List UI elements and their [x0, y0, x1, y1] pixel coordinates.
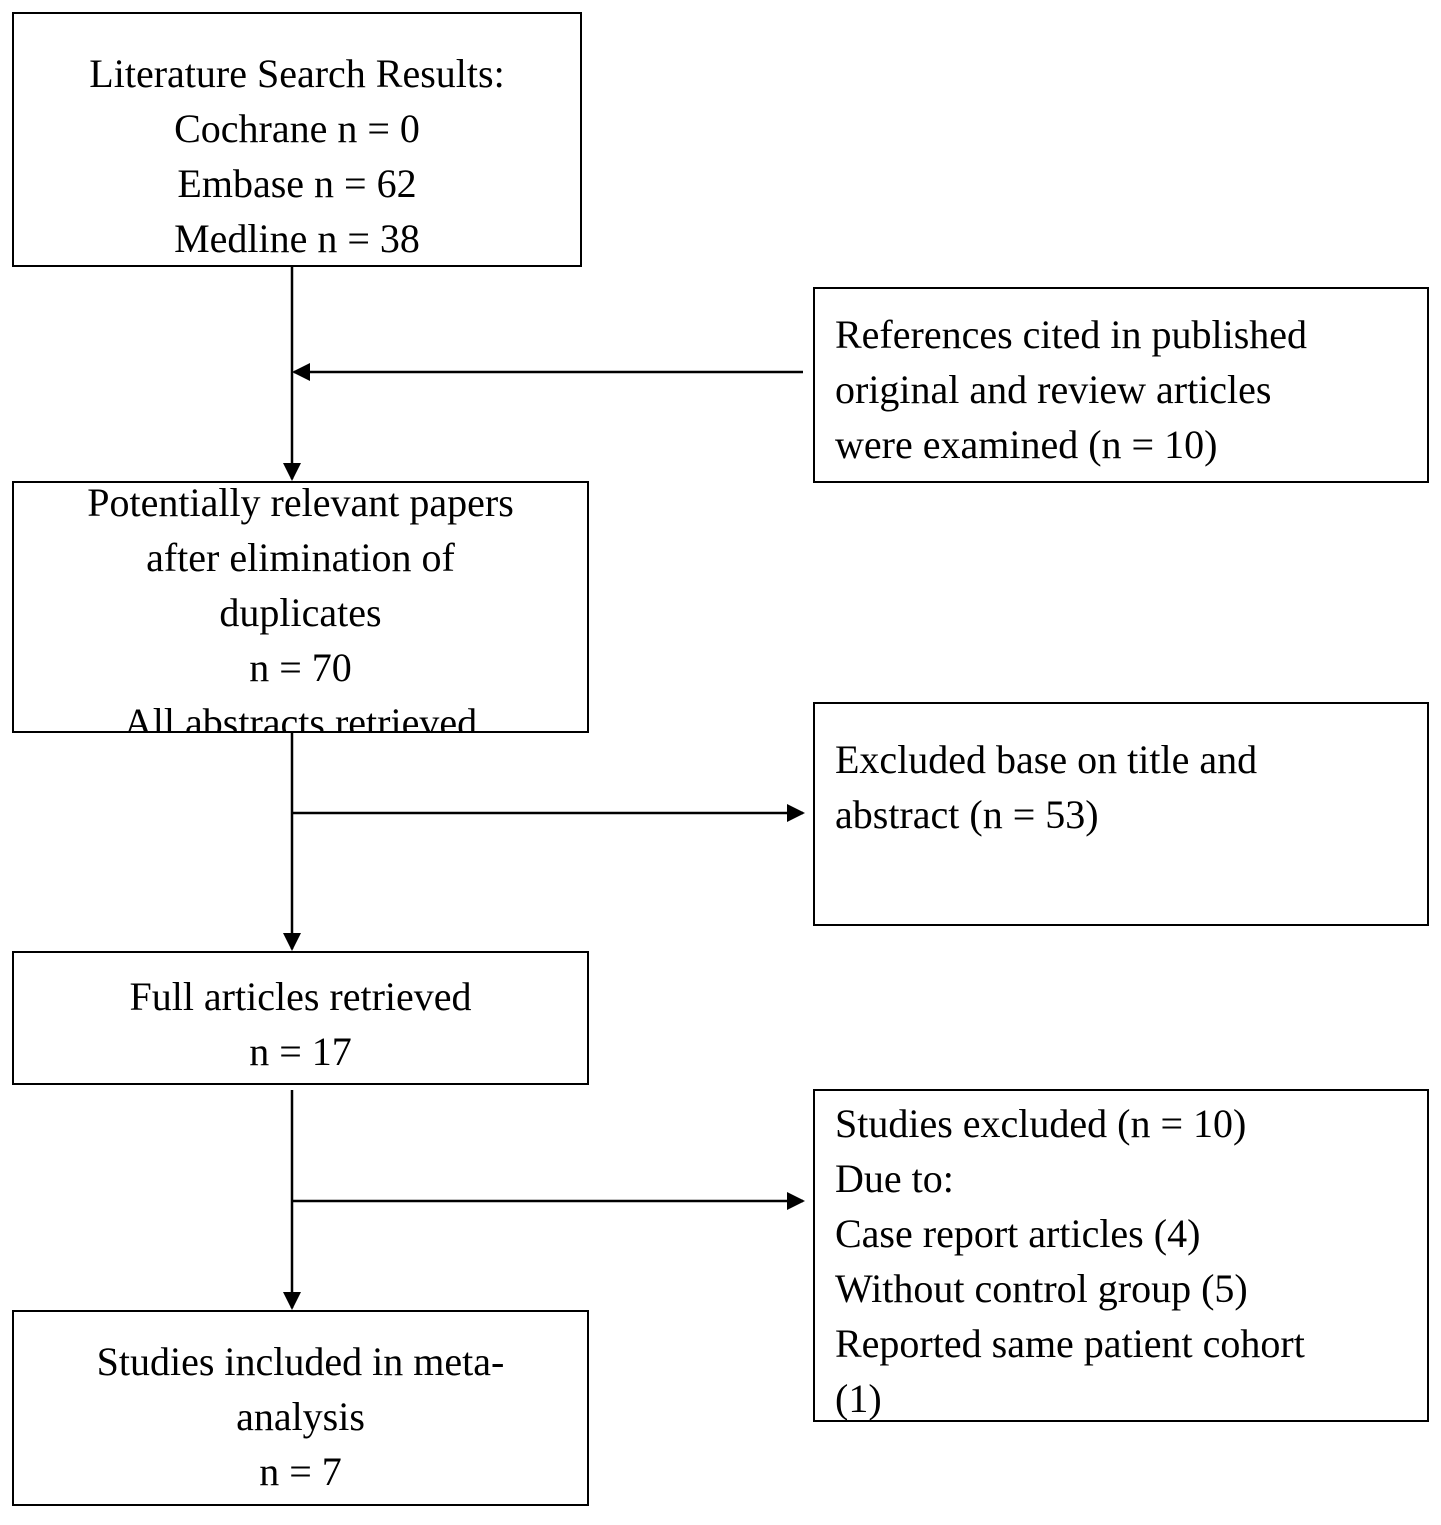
studies-excluded-line-6: (1): [835, 1376, 882, 1421]
references-line-3: were examined (n = 10): [835, 422, 1218, 467]
full-articles-label: Full articles retrieved: [129, 974, 472, 1019]
search-title: Literature Search Results:: [89, 51, 505, 96]
relevant-papers-box: Potentially relevant papers after elimin…: [12, 481, 589, 733]
references-line-2: original and review articles: [835, 367, 1272, 412]
search-medline: Medline n = 38: [174, 216, 420, 261]
studies-excluded-line-3: Case report articles (4): [835, 1211, 1201, 1256]
references-box: References cited in published original a…: [813, 287, 1429, 483]
literature-search-box: Literature Search Results: Cochrane n = …: [12, 12, 582, 267]
excluded-title-abstract-box: Excluded base on title and abstract (n =…: [813, 702, 1429, 926]
studies-excluded-box: Studies excluded (n = 10) Due to: Case r…: [813, 1089, 1429, 1422]
full-articles-box: Full articles retrieved n = 17: [12, 951, 589, 1085]
relevant-line-1: Potentially relevant papers: [87, 481, 514, 525]
relevant-line-5: All abstracts retrieved: [123, 700, 478, 733]
references-line-1: References cited in published: [835, 312, 1308, 357]
studies-excluded-line-5: Reported same patient cohort: [835, 1321, 1305, 1366]
excluded-title-abstract-line-2: abstract (n = 53): [835, 792, 1099, 837]
studies-excluded-line-1: Studies excluded (n = 10): [835, 1101, 1247, 1146]
search-cochrane: Cochrane n = 0: [174, 106, 420, 151]
studies-excluded-line-4: Without control group (5): [835, 1266, 1248, 1311]
relevant-line-2: after elimination of: [146, 535, 455, 580]
relevant-count: n = 70: [249, 645, 352, 690]
studies-excluded-line-2: Due to:: [835, 1156, 954, 1201]
relevant-line-3: duplicates: [219, 590, 382, 635]
included-line-2: analysis: [236, 1394, 365, 1439]
excluded-title-abstract-line-1: Excluded base on title and: [835, 737, 1258, 782]
included-line-1: Studies included in meta-: [96, 1339, 505, 1384]
included-count: n = 7: [259, 1449, 342, 1494]
search-embase: Embase n = 62: [177, 161, 417, 206]
studies-included-box: Studies included in meta- analysis n = 7: [12, 1310, 589, 1506]
full-articles-count: n = 17: [249, 1029, 352, 1074]
